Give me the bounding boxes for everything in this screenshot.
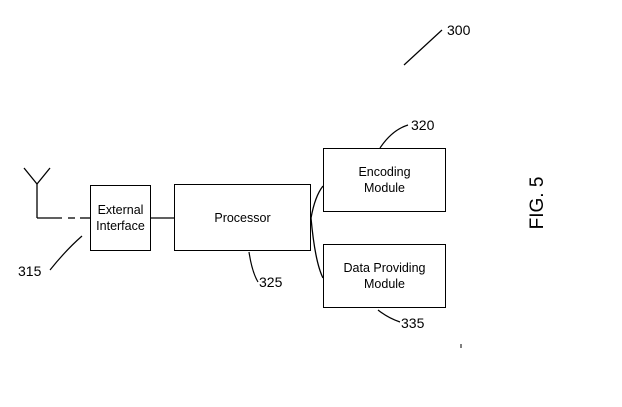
external-interface-block: External Interface bbox=[90, 185, 151, 251]
leader-300 bbox=[403, 29, 443, 66]
link-processor-encoding bbox=[310, 185, 324, 219]
ref-335: 335 bbox=[401, 315, 425, 331]
link-processor-data-providing bbox=[310, 217, 324, 279]
leader-320 bbox=[379, 124, 409, 149]
processor-block: Processor bbox=[174, 184, 311, 251]
encoding-module-label: Encoding Module bbox=[358, 165, 411, 195]
leader-325 bbox=[248, 251, 259, 283]
ref-300: 300 bbox=[447, 22, 471, 38]
ref-325: 325 bbox=[259, 274, 283, 290]
data-providing-module-block: Data Providing Module bbox=[323, 244, 446, 308]
leader-335 bbox=[377, 309, 401, 323]
leader-315 bbox=[49, 235, 83, 271]
processor-label: Processor bbox=[214, 210, 271, 225]
antenna-icon bbox=[23, 167, 90, 219]
ref-320: 320 bbox=[411, 117, 435, 133]
encoding-module-block: Encoding Module bbox=[323, 148, 446, 212]
ref-315: 315 bbox=[18, 263, 42, 279]
external-interface-label: External Interface bbox=[96, 203, 145, 233]
figure-label: FIG. 5 bbox=[527, 176, 548, 230]
data-providing-module-label: Data Providing Module bbox=[343, 261, 426, 291]
